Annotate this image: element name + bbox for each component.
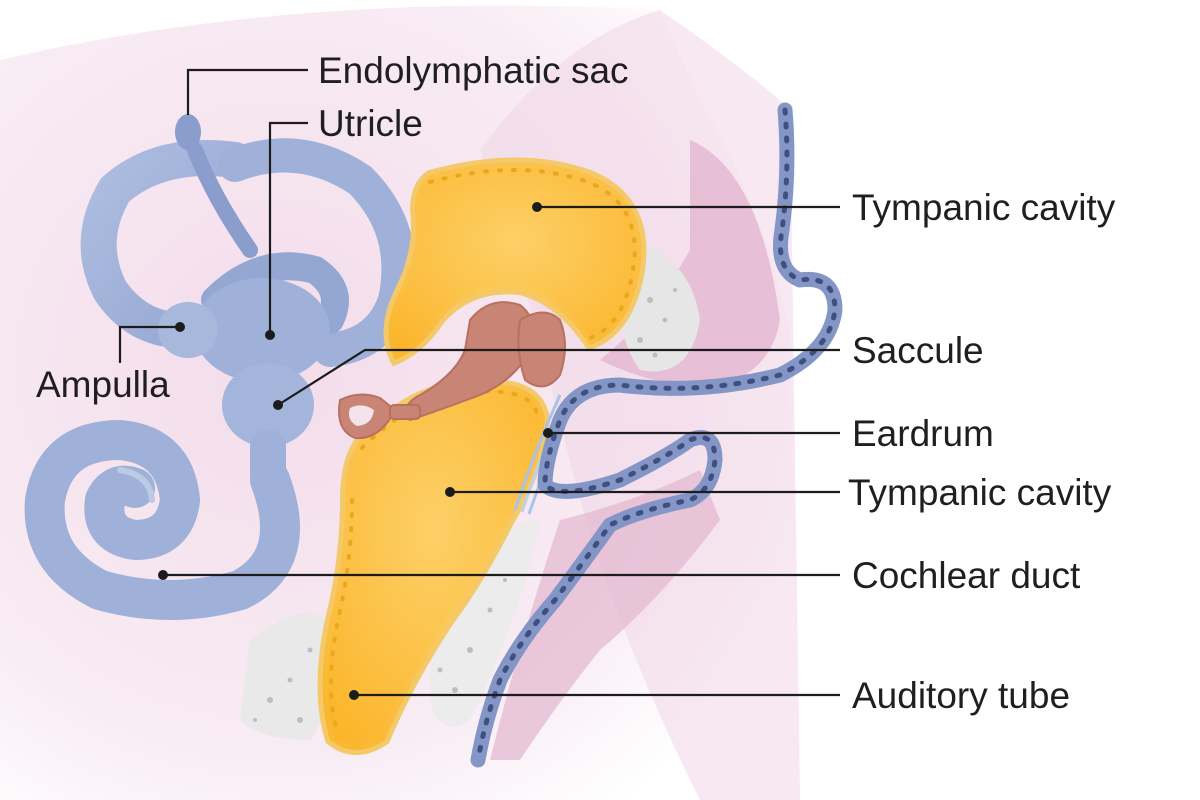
saccule-shape bbox=[222, 363, 314, 447]
leader-lines bbox=[118, 68, 840, 697]
dot-eardrum bbox=[543, 428, 553, 438]
leader-ampulla bbox=[118, 325, 180, 363]
pointer-dots bbox=[158, 202, 553, 700]
cochlear-duct-shape bbox=[24, 420, 300, 620]
inner-ear-labyrinth bbox=[24, 114, 416, 620]
middle-ear-cavities bbox=[317, 157, 647, 755]
label-auditory-tube: Auditory tube bbox=[852, 675, 1070, 716]
semicircular-canal bbox=[218, 138, 416, 367]
leader-endolymphatic-sac bbox=[186, 68, 308, 115]
dot-tympanic-cavity-lower bbox=[445, 487, 455, 497]
label-saccule: Saccule bbox=[852, 330, 984, 371]
dot-tympanic-cavity-upper bbox=[532, 202, 542, 212]
dot-ampulla bbox=[175, 322, 185, 332]
dot-auditory-tube bbox=[349, 690, 359, 700]
label-ampulla: Ampulla bbox=[36, 364, 170, 405]
ampulla-shape bbox=[158, 302, 218, 358]
label-tympanic-cavity-upper: Tympanic cavity bbox=[852, 187, 1116, 228]
labels: Endolymphatic sac Utricle Ampulla Tympan… bbox=[36, 50, 1116, 716]
semicircular-canal bbox=[80, 140, 253, 349]
dot-utricle bbox=[265, 330, 275, 340]
endolymphatic-sac-shape bbox=[175, 114, 201, 150]
dot-cochlear-duct bbox=[158, 570, 168, 580]
malleus-incus-shape bbox=[405, 301, 535, 422]
label-eardrum: Eardrum bbox=[852, 413, 994, 454]
label-endolymphatic-sac: Endolymphatic sac bbox=[318, 50, 629, 91]
label-utricle: Utricle bbox=[318, 103, 423, 144]
endolymphatic-duct bbox=[187, 142, 258, 258]
label-cochlear-duct: Cochlear duct bbox=[852, 555, 1081, 596]
utricle-shape bbox=[194, 278, 330, 382]
leader-saccule bbox=[277, 348, 840, 406]
leader-utricle bbox=[268, 121, 308, 335]
label-tympanic-cavity-lower: Tympanic cavity bbox=[848, 472, 1112, 513]
dot-saccule bbox=[273, 400, 283, 410]
